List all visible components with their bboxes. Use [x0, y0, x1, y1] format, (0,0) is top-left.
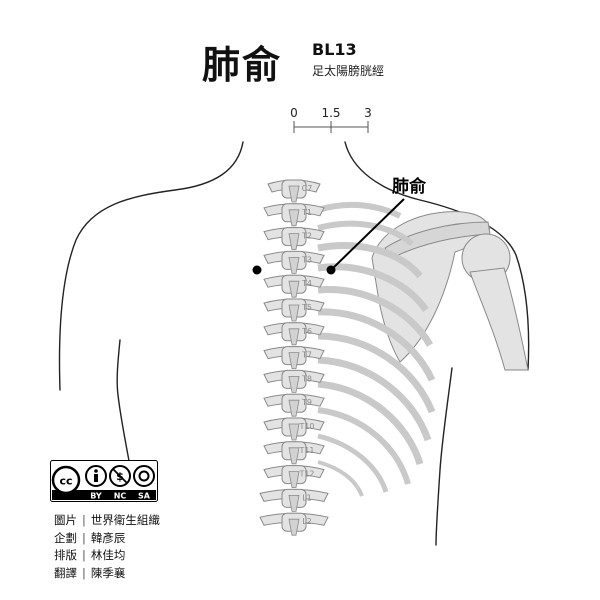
cc-license-badge: cc $ BY NC SA — [50, 460, 158, 502]
point-code: BL13 — [312, 40, 357, 59]
credit-name: 林佳均 — [90, 548, 126, 562]
credit-row: 圖片|世界衛生組織 — [54, 512, 160, 530]
vertebra-t5: T5 — [263, 298, 325, 322]
attribution-icon — [85, 465, 107, 487]
sharealike-icon — [133, 465, 155, 487]
vertebra-label: T4 — [301, 279, 312, 288]
credit-role: 翻譯 — [54, 565, 77, 580]
cc-icon: cc — [51, 465, 81, 495]
vertebra-t10: T10 — [263, 417, 325, 441]
badge-by: BY — [90, 492, 102, 501]
vertebra-label: T12 — [298, 470, 314, 479]
vertebra-t9: T9 — [263, 393, 325, 417]
vertebra-l2: L2 — [259, 512, 329, 536]
vertebra-t3: T3 — [263, 250, 325, 274]
scapula — [371, 211, 491, 363]
cun-scale — [293, 121, 369, 133]
vertebra-label: T10 — [298, 422, 314, 431]
vertebra-label: T5 — [301, 303, 312, 312]
credit-name: 陳季襄 — [90, 565, 126, 580]
credit-role: 企劃 — [54, 530, 77, 545]
credit-name: 韓彥辰 — [90, 530, 126, 545]
vertebra-label: L2 — [302, 517, 312, 526]
scale-tick-3: 3 — [364, 106, 372, 120]
rib-cage — [317, 201, 436, 497]
vertebra-label: T9 — [301, 398, 312, 407]
vertebra-label: C7 — [302, 184, 313, 193]
vertebra-c7: C7 — [267, 179, 321, 203]
point-title: 肺俞 — [202, 43, 283, 87]
vertebra-l1: L1 — [259, 488, 329, 512]
pointer-line — [330, 198, 405, 271]
credit-role: 圖片 — [54, 513, 77, 527]
vertebra-label: T8 — [301, 374, 312, 383]
vertebra-t11: T11 — [263, 441, 325, 465]
vertebra-label: T2 — [301, 232, 312, 241]
vertebra-label: T6 — [301, 327, 312, 336]
credits: 圖片|世界衛生組織 企劃|韓彥辰 排版|林佳均 翻譯|陳季襄 — [54, 512, 160, 582]
acupoint-marker-right — [326, 265, 336, 275]
vertebra-label: T3 — [301, 255, 312, 264]
vertebra-t2: T2 — [263, 227, 325, 250]
humerus — [461, 233, 529, 371]
svg-text:cc: cc — [59, 475, 72, 488]
vertebra-t12: T12 — [263, 465, 325, 488]
meridian-name: 足太陽膀胱經 — [312, 64, 385, 78]
vertebra-label: L1 — [302, 493, 312, 502]
credit-row: 排版|林佳均 — [54, 547, 160, 565]
noncommercial-icon: $ — [109, 465, 131, 487]
badge-nc: NC — [114, 492, 127, 501]
acupoint-marker-left — [252, 265, 262, 275]
credit-name: 世界衛生組織 — [90, 513, 160, 527]
vertebra-t6: T6 — [263, 322, 325, 346]
credit-row: 翻譯|陳季襄 — [54, 565, 160, 583]
credit-row: 企劃|韓彥辰 — [54, 530, 160, 548]
vertebra-t4: T4 — [263, 274, 325, 298]
vertebra-label: T11 — [298, 446, 314, 455]
credit-role: 排版 — [54, 548, 77, 562]
vertebra-t1: T1 — [263, 203, 325, 227]
badge-sa: SA — [138, 492, 151, 501]
scale-tick-1-5: 1.5 — [321, 106, 340, 120]
vertebra-label: T1 — [301, 208, 312, 217]
vertebra-t8: T8 — [263, 369, 325, 393]
acupoint-label: 肺俞 — [392, 176, 427, 197]
scale-tick-0: 0 — [290, 106, 298, 120]
vertebra-t7: T7 — [263, 346, 325, 369]
vertebra-label: T7 — [301, 351, 312, 360]
